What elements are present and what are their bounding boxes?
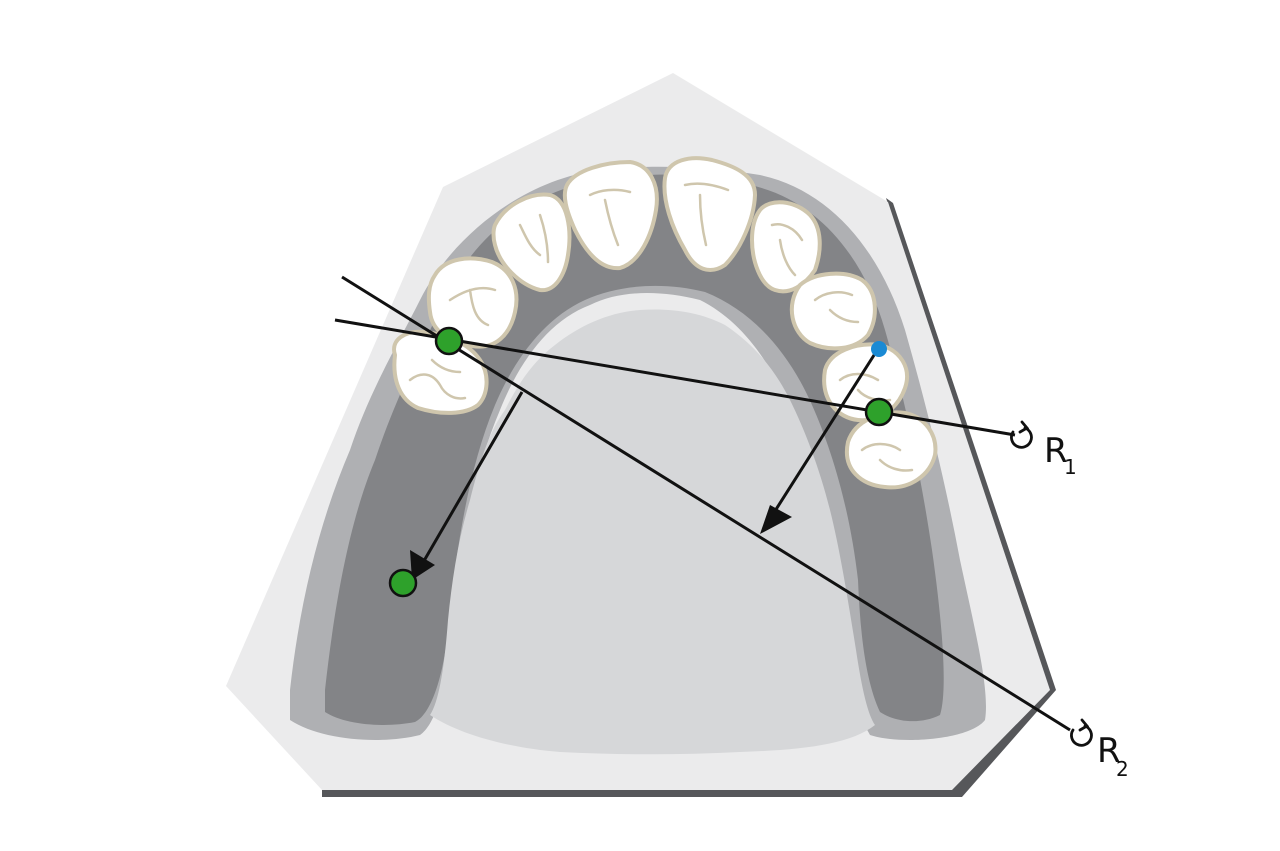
tooth (844, 410, 938, 490)
landmark-point-projected (388, 568, 418, 598)
rotation-arrow-icon (1010, 420, 1033, 449)
arrow-head-right (760, 505, 792, 534)
label-r1-subscript: 1 (1064, 455, 1077, 479)
tooth (789, 271, 877, 351)
projection-arrow-left-shaft (419, 391, 524, 567)
label-r1: R (1044, 431, 1068, 471)
arrow-head-left (410, 550, 435, 580)
tooth (491, 192, 572, 293)
projection-arrow-right-shaft (766, 351, 878, 523)
landmark-point-left-molar (434, 326, 464, 356)
tooth (662, 156, 757, 272)
rotation-arrow-icon (1070, 718, 1093, 747)
palate (430, 309, 875, 755)
landmark-point-reference (871, 341, 887, 357)
label-r2: R (1097, 731, 1121, 771)
tooth-grooves (408, 182, 914, 472)
landmark-point-right-molar (864, 397, 894, 427)
axis-line-r2 (341, 275, 1071, 732)
label-r2-subscript: 2 (1116, 757, 1129, 781)
tooth (562, 160, 659, 271)
